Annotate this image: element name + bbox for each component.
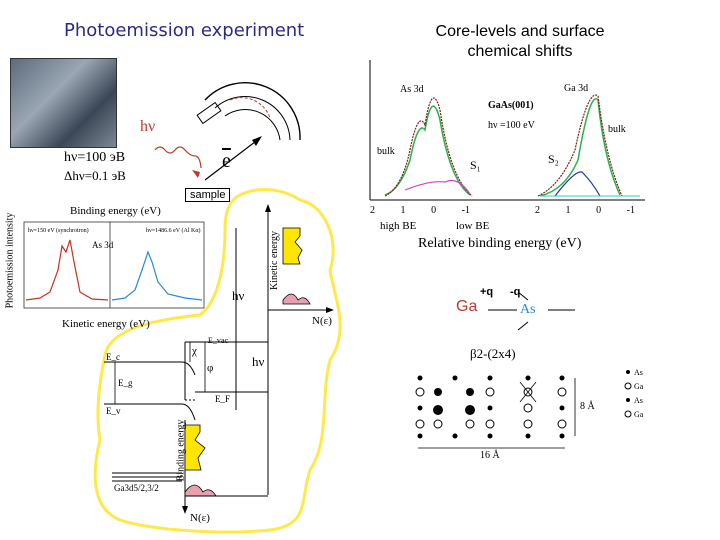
- reconstruction-label: β2-(2x4): [470, 346, 516, 361]
- ga3d-label: Ga 3d: [564, 83, 589, 94]
- dos-pink-top: [282, 293, 311, 305]
- photon-energy: hν =100 eV: [488, 120, 535, 131]
- width-label: 16 Å: [480, 450, 500, 461]
- analyzer: [196, 82, 301, 181]
- right-spectrum-tag: hν=1486.6 eV (Al Kα): [146, 228, 201, 234]
- as3d-label: As 3d: [400, 84, 424, 95]
- ga3d-data-red: [537, 94, 623, 197]
- hv-diagram-bottom: hν: [252, 354, 265, 369]
- right-title: Core-levels and surface chemical shifts: [400, 22, 640, 62]
- ga3d-fit-green: [539, 98, 621, 197]
- relative-be-axis: Relative binding energy (eV): [418, 236, 582, 251]
- tick-left-2: 0: [431, 205, 437, 216]
- e-f-label: E_F: [215, 394, 231, 404]
- as3d-data-red: [384, 97, 473, 197]
- binding-energy-label: Binding energy: [175, 419, 187, 482]
- tick-left-3: -1: [461, 205, 470, 216]
- binding-energy-axis: Binding energy (eV): [70, 205, 161, 217]
- high-be-label: high BE: [380, 220, 417, 232]
- right-title-line2: chemical shifts: [467, 43, 573, 60]
- ticks-left: 2 1 0 -1: [370, 205, 470, 216]
- spectrum-blue: [111, 250, 203, 301]
- legend-ga-2: Ga: [634, 410, 644, 419]
- legend-ga-1: Ga: [634, 382, 644, 391]
- spectrum-red: [25, 239, 109, 301]
- dos-pink-bottom: [184, 484, 217, 497]
- tick-right-0: 2: [535, 205, 540, 216]
- legend-as-1: As: [634, 368, 643, 377]
- kinetic-energy-label: Kinetic energy: [268, 231, 280, 290]
- left-title: Photoemission experiment: [64, 20, 305, 41]
- left-spectrum-tag: hν=150 eV (synchrotron): [28, 228, 89, 234]
- core-level-label: Ga3d5/2,3/2: [114, 483, 159, 493]
- ticks-right: 2 1 0 -1: [535, 205, 635, 216]
- bulk-left-label: bulk: [377, 146, 395, 157]
- dos-yellow-bottom: [184, 424, 206, 471]
- dos-yellow-top: [282, 227, 303, 265]
- legend-as-2: As: [634, 396, 643, 405]
- tick-left-1: 1: [400, 205, 406, 216]
- as3d-small-label: As 3d: [92, 240, 114, 250]
- sample-label: sample: [185, 188, 231, 202]
- n-eps-bottom: N(ε): [190, 512, 210, 524]
- sample-name: GaAs(001): [488, 100, 534, 111]
- chi-label: χ: [192, 345, 197, 357]
- s1-label: S₁: [470, 158, 481, 172]
- hv-diagram-top: hν: [232, 288, 245, 303]
- tick-left-0: 2: [370, 205, 375, 216]
- lattice-legend: As Ga As Ga: [634, 366, 643, 422]
- as3d-s1-magenta: [404, 179, 471, 195]
- e-v-label: E_v: [106, 406, 121, 416]
- electron-label: e: [222, 150, 231, 172]
- intensity-axis: Photoemission intensity: [4, 212, 16, 309]
- phi-label: φ: [207, 362, 214, 374]
- tick-right-3: -1: [626, 205, 635, 216]
- tick-right-2: 0: [596, 205, 602, 216]
- minus-q-label: -q: [510, 286, 521, 298]
- hv-value: hν=100 эВ: [64, 150, 126, 165]
- ga3d-s2-blue: [554, 171, 601, 197]
- photon-squiggle: [154, 146, 202, 169]
- e-g-label: E_g: [118, 378, 133, 388]
- e-vac-label: E_vac: [208, 336, 228, 345]
- dhv-value: Δhν=0.1 эВ: [64, 168, 126, 183]
- bulk-right-label: bulk: [608, 124, 626, 135]
- e-c-label: E_c: [106, 352, 120, 362]
- ga-atom-label: Ga: [456, 298, 478, 315]
- hv-label: hν: [140, 118, 156, 135]
- height-label: 8 Å: [580, 401, 595, 412]
- n-eps-top: N(ε): [312, 315, 332, 327]
- plus-q-label: +q: [480, 286, 494, 298]
- yellow-outline: [93, 188, 342, 534]
- apparatus-photo: [10, 58, 117, 148]
- right-title-line1: Core-levels and surface: [435, 23, 605, 40]
- reconstruction-lattice: [415, 370, 632, 449]
- as-atom-label: As: [520, 302, 536, 317]
- s2-label: S₂: [548, 152, 559, 166]
- tick-right-1: 1: [565, 205, 571, 216]
- low-be-label: low BE: [456, 220, 490, 232]
- as3d-fit-green: [384, 105, 471, 196]
- kinetic-energy-axis: Kinetic energy (eV): [62, 318, 150, 330]
